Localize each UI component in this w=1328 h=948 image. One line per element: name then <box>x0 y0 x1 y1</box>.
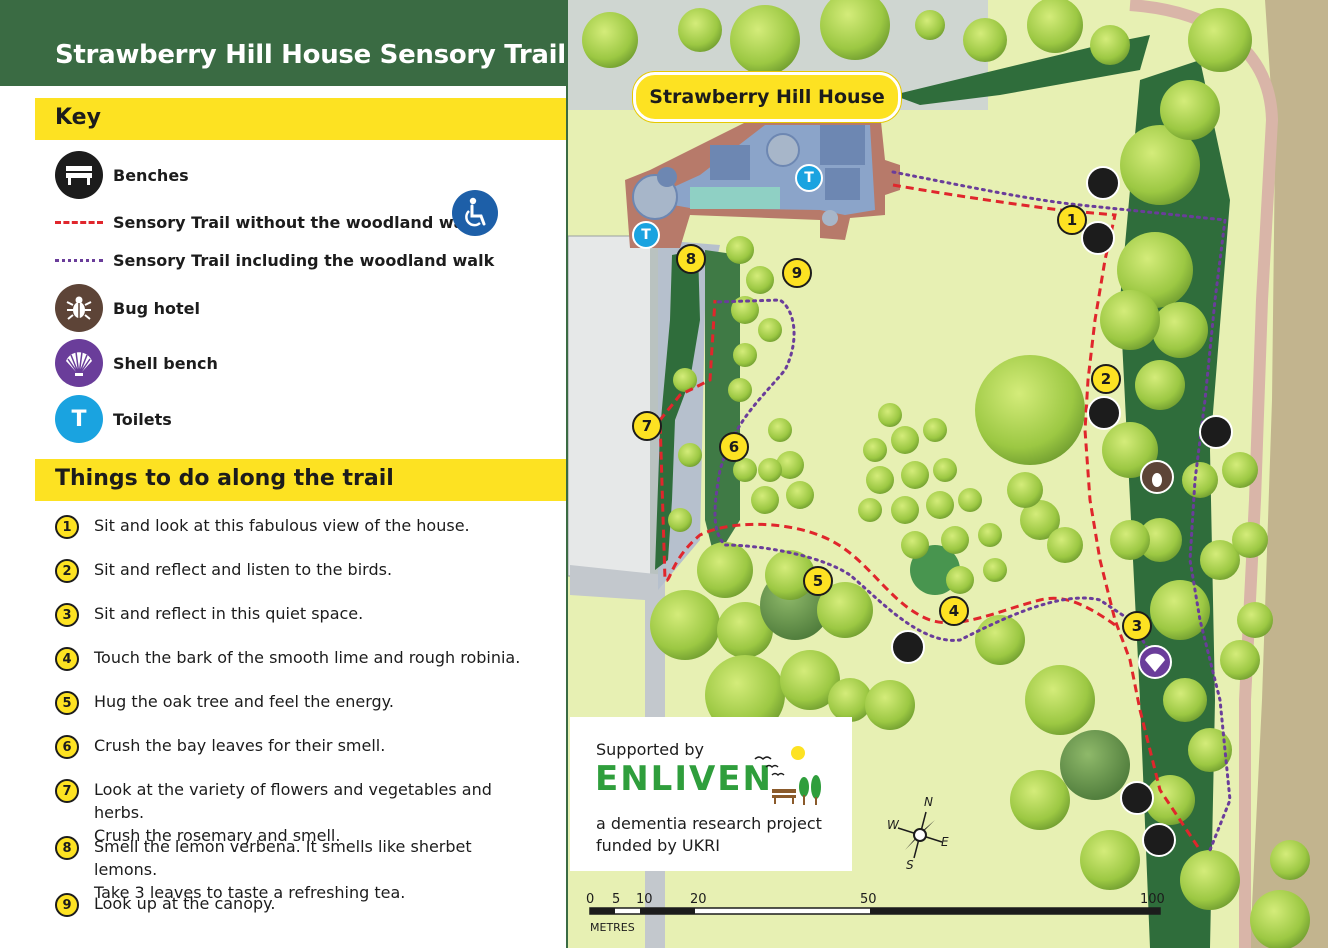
strawberry-hill-house <box>625 112 900 248</box>
key-heading: Key <box>55 105 101 130</box>
accessibility-icon <box>452 190 498 236</box>
trail-marker-6: 6 <box>719 432 749 462</box>
key-item-benches: Benches <box>55 150 189 200</box>
trail-marker-1: 1 <box>1057 205 1087 235</box>
scale-tick-100: 100 <box>1140 892 1165 907</box>
garden-hedge <box>655 250 700 570</box>
scale-tick-5: 5 <box>612 892 621 907</box>
key-item-toilets: T Toilets <box>55 394 172 444</box>
todo-text: Crush the rosemary and smell. <box>94 826 341 845</box>
number-marker: 4 <box>55 647 79 671</box>
red-trail-line <box>658 183 1202 851</box>
compass-icon <box>897 811 943 859</box>
todo-text: Take 3 leaves to taste a refreshing tea. <box>94 883 406 902</box>
enliven-logo: ENLIVEN <box>595 759 773 799</box>
bench-markers <box>891 166 1233 857</box>
bench-icon <box>55 151 103 199</box>
toilet-icon: T <box>55 395 103 443</box>
key-label-benches: Benches <box>113 165 189 185</box>
todo-item-9: 9 Look up at the canopy. <box>55 893 534 917</box>
trees <box>582 0 1310 948</box>
key-label-red-trail: Sensory Trail without the woodland walk <box>113 212 481 232</box>
key-heading-bar: Key <box>35 98 568 140</box>
todo-item-7: 7 Look at the variety of flowers and veg… <box>55 779 534 847</box>
todo-text: Sit and reflect in this quiet space. <box>94 604 364 623</box>
trail-marker-9: 9 <box>782 258 812 288</box>
key-item-red-trail: Sensory Trail without the woodland walk <box>55 197 481 247</box>
scale-unit: METRES <box>590 921 635 934</box>
supported-by-label: Supported by <box>596 740 704 759</box>
todo-text: Hug the oak tree and feel the energy. <box>94 692 394 711</box>
shell-icon <box>55 339 103 387</box>
number-marker: 8 <box>55 836 79 860</box>
todo-item-8: 8 Smell the lemon verbena. It smells lik… <box>55 836 534 904</box>
scale-tick-20: 20 <box>690 892 707 907</box>
trail-marker-5: 5 <box>803 566 833 596</box>
key-item-purple-trail: Sensory Trail including the woodland wal… <box>55 235 494 285</box>
purple-dotted-line-icon <box>55 258 103 262</box>
todo-item-6: 6 Crush the bay leaves for their smell. <box>55 735 534 759</box>
todo-item-4: 4 Touch the bark of the smooth lime and … <box>55 647 534 671</box>
trail-marker-7: 7 <box>632 411 662 441</box>
support-description-line2: funded by UKRI <box>596 836 720 855</box>
neighbouring-field <box>1250 0 1328 948</box>
things-heading: Things to do along the trail <box>55 466 394 491</box>
divider <box>566 0 568 948</box>
legend-panel: Strawberry Hill House Sensory Trail Key … <box>0 0 568 948</box>
things-heading-bar: Things to do along the trail <box>35 459 568 501</box>
todo-text: Crush the bay leaves for their smell. <box>94 736 386 755</box>
key-item-bug-hotel: Bug hotel <box>55 283 200 333</box>
todo-item-5: 5 Hug the oak tree and feel the energy. <box>55 691 534 715</box>
compass-s: S <box>906 858 914 872</box>
number-marker: 9 <box>55 893 79 917</box>
scale-tick-0: 0 <box>586 892 595 907</box>
scale-tick-10: 10 <box>636 892 653 907</box>
todo-text: Touch the bark of the smooth lime and ro… <box>94 648 521 667</box>
number-marker: 2 <box>55 559 79 583</box>
todo-text: Smell the lemon verbena. It smells like … <box>94 837 472 879</box>
trail-marker-4: 4 <box>939 596 969 626</box>
compass-n: N <box>924 795 933 809</box>
todo-text: Look at the variety of flowers and veget… <box>94 780 492 822</box>
page-title: Strawberry Hill House Sensory Trail <box>55 40 566 70</box>
trail-marker-8: 8 <box>676 244 706 274</box>
toilet-marker: T <box>795 164 823 192</box>
enliven-logo-icon <box>754 746 821 805</box>
scale-bar <box>589 907 1161 915</box>
supported-by-box: Supported by ENLIVEN a dementia research… <box>570 717 852 871</box>
key-item-shell-bench: Shell bench <box>55 338 218 388</box>
todo-item-3: 3 Sit and reflect in this quiet space. <box>55 603 534 627</box>
bug-icon <box>55 284 103 332</box>
title-bar: Strawberry Hill House Sensory Trail <box>0 0 568 86</box>
key-label-bug-hotel: Bug hotel <box>113 298 200 318</box>
number-marker: 6 <box>55 735 79 759</box>
house-label: Strawberry Hill House <box>633 72 901 122</box>
number-marker: 5 <box>55 691 79 715</box>
number-marker: 3 <box>55 603 79 627</box>
todo-text: Sit and reflect and listen to the birds. <box>94 560 393 579</box>
key-label-toilets: Toilets <box>113 409 172 429</box>
red-dashed-line-icon <box>55 220 103 224</box>
trail-marker-2: 2 <box>1091 364 1121 394</box>
todo-text: Look up at the canopy. <box>94 894 276 913</box>
number-marker: 7 <box>55 779 79 803</box>
number-marker: 1 <box>55 515 79 539</box>
scale-tick-50: 50 <box>860 892 877 907</box>
todo-item-2: 2 Sit and reflect and listen to the bird… <box>55 559 534 583</box>
toilet-marker: T <box>632 221 660 249</box>
todo-text: Sit and look at this fabulous view of th… <box>94 516 470 535</box>
key-label-shell-bench: Shell bench <box>113 353 218 373</box>
todo-item-1: 1 Sit and look at this fabulous view of … <box>55 515 534 539</box>
support-description-line1: a dementia research project <box>596 814 822 833</box>
trail-marker-3: 3 <box>1122 611 1152 641</box>
compass-w: W <box>887 818 899 832</box>
compass-e: E <box>941 835 949 849</box>
purple-trail-line <box>713 170 1232 852</box>
key-label-purple-trail: Sensory Trail including the woodland wal… <box>113 250 495 270</box>
